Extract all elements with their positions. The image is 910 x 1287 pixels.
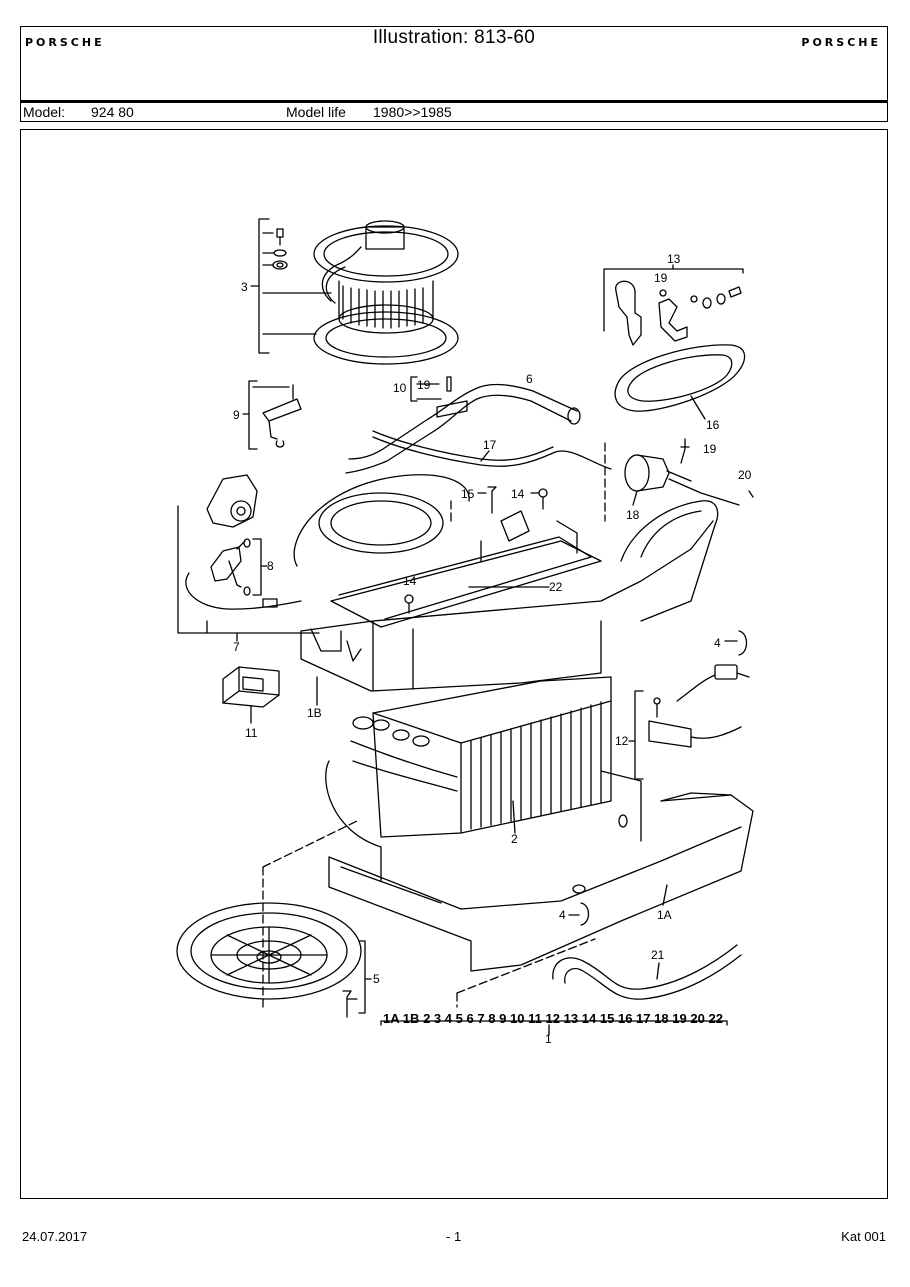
callout-11: 11 bbox=[245, 726, 258, 740]
clamp-bracket-13-icon bbox=[615, 280, 742, 346]
callout-2: 2 bbox=[511, 832, 518, 846]
air-intake-ring-16-icon bbox=[614, 344, 746, 412]
hose-17-icon bbox=[372, 430, 612, 470]
blower-motor-icon bbox=[313, 220, 459, 334]
footer-catalog: Kat 001 bbox=[841, 1229, 886, 1244]
hose-6-icon bbox=[345, 383, 581, 474]
model-life-value: 1980>>1985 bbox=[373, 104, 452, 120]
heater-housing-lower-icon bbox=[325, 760, 754, 972]
illustration-frame: 3 13 19 6 10 19 9 16 19 17 20 15 14 18 8… bbox=[20, 129, 888, 1199]
foam-filter-11-icon bbox=[222, 666, 280, 708]
model-label: Model: bbox=[23, 104, 66, 120]
callout-19: 19 bbox=[417, 378, 431, 392]
bracket-10-icon bbox=[436, 376, 468, 418]
leader-18 bbox=[632, 490, 638, 506]
callout-1B: 1B bbox=[307, 706, 322, 720]
callout-22: 22 bbox=[549, 580, 563, 594]
assembly-dashed-lines-upper bbox=[450, 442, 606, 522]
cover-plate-5-icon bbox=[176, 902, 362, 1000]
kit-contents-list: 1A 1B 2 3 4 5 6 7 8 9 10 11 12 13 14 15 … bbox=[383, 1011, 723, 1026]
mounting-bracket-9-icon bbox=[262, 384, 302, 448]
header-box: PORSCHE Illustration: 813-60 PORSCHE Mod… bbox=[20, 26, 888, 122]
leader-3 bbox=[250, 218, 332, 354]
clip-4-lower-icon bbox=[568, 902, 590, 926]
leader-1A bbox=[662, 884, 668, 906]
model-life-label: Model life bbox=[286, 104, 346, 120]
leader-8 bbox=[252, 538, 268, 596]
porsche-logo-right: PORSCHE bbox=[801, 36, 881, 49]
callout-15: 15 bbox=[461, 487, 475, 501]
screw-washer-stack-3-icon bbox=[272, 228, 288, 270]
screw-19-icon bbox=[680, 438, 690, 464]
callout-3: 3 bbox=[241, 280, 248, 294]
callout-1: 1 bbox=[545, 1032, 552, 1046]
screw-14-lower-icon bbox=[404, 594, 414, 614]
exploded-parts-diagram: 3 13 19 6 10 19 9 16 19 17 20 15 14 18 8… bbox=[176, 218, 754, 1046]
footer-date: 24.07.2017 bbox=[22, 1229, 88, 1244]
callout-1A: 1A bbox=[657, 908, 672, 922]
leader-7 bbox=[177, 505, 320, 642]
callout-17: 17 bbox=[483, 438, 497, 452]
screw-5-icon bbox=[342, 990, 352, 1018]
connector-7-icon bbox=[262, 598, 278, 608]
heater-housing-upper-icon bbox=[293, 474, 719, 692]
leader-21 bbox=[656, 962, 660, 980]
callout-19: 19 bbox=[703, 442, 717, 456]
callout-19: 19 bbox=[654, 271, 668, 285]
hose-21-icon bbox=[552, 944, 742, 1000]
callout-12: 12 bbox=[615, 734, 629, 748]
illustration-title: Illustration: 813-60 bbox=[372, 27, 536, 48]
heater-core-2-icon bbox=[350, 676, 612, 838]
model-row: Model: 924 80 Model life 1980>>1985 bbox=[21, 103, 887, 121]
screw-15-icon bbox=[487, 486, 497, 514]
leader-13 bbox=[603, 264, 744, 332]
leader-17 bbox=[480, 450, 490, 462]
leader-10 bbox=[410, 376, 442, 402]
blower-gasket-icon bbox=[313, 311, 459, 365]
callout-4: 4 bbox=[559, 908, 566, 922]
leader-9 bbox=[242, 380, 290, 450]
wiring-harness-12-icon bbox=[648, 664, 750, 748]
leader-2 bbox=[512, 800, 516, 834]
callout-4: 4 bbox=[714, 636, 721, 650]
callout-14: 14 bbox=[511, 487, 525, 501]
callout-6: 6 bbox=[526, 372, 533, 386]
callout-16: 16 bbox=[706, 418, 720, 432]
callout-14: 14 bbox=[403, 574, 417, 588]
porsche-logo-left: PORSCHE bbox=[25, 36, 105, 49]
callout-18: 18 bbox=[626, 508, 640, 522]
callout-5: 5 bbox=[373, 972, 380, 986]
callout-13: 13 bbox=[667, 252, 681, 266]
vacuum-valve-8-icon bbox=[210, 538, 251, 596]
callout-20: 20 bbox=[738, 468, 752, 482]
vacuum-actuator-18-icon bbox=[624, 454, 740, 506]
leader-16 bbox=[690, 395, 706, 420]
callout-10: 10 bbox=[393, 381, 407, 395]
clip-4-upper-icon bbox=[724, 630, 748, 656]
leader-1 bbox=[380, 1020, 728, 1036]
callout-8: 8 bbox=[267, 559, 274, 573]
callout-7: 7 bbox=[233, 640, 240, 654]
assembly-dashed-lines bbox=[262, 820, 596, 1012]
bolt-20-icon bbox=[748, 490, 754, 498]
footer-page-number: - 1 bbox=[446, 1229, 462, 1244]
header-divider bbox=[21, 100, 887, 103]
leader-12 bbox=[628, 690, 644, 780]
callout-21: 21 bbox=[651, 948, 665, 962]
servo-motor-7-icon bbox=[206, 474, 258, 528]
callout-9: 9 bbox=[233, 408, 240, 422]
leader-5 bbox=[346, 940, 372, 1014]
screw-14-icon bbox=[538, 488, 548, 510]
model-value: 924 80 bbox=[91, 104, 134, 120]
wire-harness-7-icon bbox=[185, 572, 302, 610]
